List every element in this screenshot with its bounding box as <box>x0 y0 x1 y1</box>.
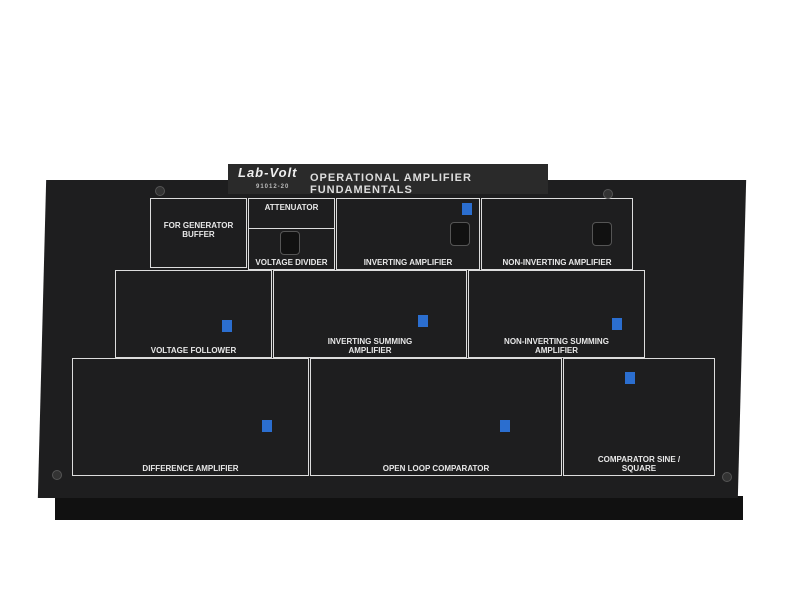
section-label: ATTENUATOR <box>264 203 319 212</box>
board-header: Lab-Volt 91012-20 OPERATIONAL AMPLIFIER … <box>228 164 548 196</box>
section-inverting-summing: INVERTING SUMMING AMPLIFIER <box>273 270 467 358</box>
section-non-inverting-amplifier: NON-INVERTING AMPLIFIER <box>481 198 633 270</box>
trimmer <box>462 203 472 215</box>
section-voltage-divider: VOLTAGE DIVIDER <box>248 228 335 270</box>
screw <box>722 472 732 482</box>
section-label: INVERTING SUMMING AMPLIFIER <box>327 337 413 355</box>
screw <box>52 470 62 480</box>
trimmer <box>262 420 272 432</box>
trim-knob[interactable] <box>450 222 470 246</box>
section-comparator: COMPARATOR SINE / SQUARE <box>563 358 715 476</box>
section-difference-amplifier: DIFFERENCE AMPLIFIER <box>72 358 309 476</box>
trim-knob[interactable] <box>592 222 612 246</box>
section-label: COMPARATOR SINE / SQUARE <box>597 455 681 473</box>
section-inverting-amplifier: INVERTING AMPLIFIER <box>336 198 480 270</box>
section-attenuator: ATTENUATOR <box>248 198 335 229</box>
section-label: NON-INVERTING AMPLIFIER <box>502 258 612 267</box>
section-label: DIFFERENCE AMPLIFIER <box>142 464 239 473</box>
trimmer <box>500 420 510 432</box>
section-generator-buffer: FOR GENERATOR BUFFER <box>150 198 247 268</box>
potentiometer-knob[interactable] <box>280 231 300 255</box>
trimmer <box>418 315 428 327</box>
section-label: OPEN LOOP COMPARATOR <box>382 464 490 473</box>
section-label: NON-INVERTING SUMMING AMPLIFIER <box>504 337 609 355</box>
section-label: FOR GENERATOR BUFFER <box>163 221 234 239</box>
trimmer <box>612 318 622 330</box>
section-label: INVERTING AMPLIFIER <box>363 258 453 267</box>
screw <box>155 186 165 196</box>
screw <box>603 189 613 199</box>
trimmer <box>222 320 232 332</box>
section-open-loop-comparator: OPEN LOOP COMPARATOR <box>310 358 562 476</box>
trimmer <box>625 372 635 384</box>
section-non-inverting-summing: NON-INVERTING SUMMING AMPLIFIER <box>468 270 645 358</box>
board-title: OPERATIONAL AMPLIFIER FUNDAMENTALS <box>310 172 472 196</box>
board-base <box>55 496 743 520</box>
section-label: VOLTAGE DIVIDER <box>255 258 328 267</box>
section-label: VOLTAGE FOLLOWER <box>150 346 237 355</box>
brand-logo: Lab-Volt <box>238 165 298 180</box>
section-voltage-follower: VOLTAGE FOLLOWER <box>115 270 272 358</box>
model-number: 91012-20 <box>256 184 290 190</box>
